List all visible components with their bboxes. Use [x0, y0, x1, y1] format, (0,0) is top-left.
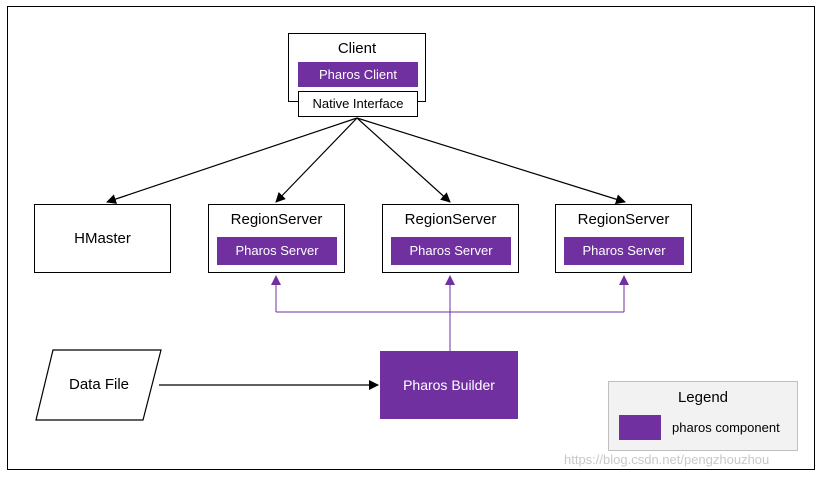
- data-file-label: Data File: [68, 376, 130, 393]
- pharos-client-component: Pharos Client: [298, 62, 418, 87]
- regionserver-box-3: RegionServer Pharos Server: [555, 204, 692, 273]
- arrowhead-regionserver-2: [445, 275, 455, 285]
- edge-client-regionserver-2: [356, 117, 451, 203]
- regionserver-box-1: RegionServer Pharos Server: [208, 204, 345, 273]
- regionserver-title: RegionServer: [404, 211, 497, 228]
- legend-title: Legend: [677, 389, 729, 406]
- regionserver-box-2: RegionServer Pharos Server: [382, 204, 519, 273]
- hmaster-box: HMaster: [34, 204, 171, 273]
- data-file-shape: [35, 349, 162, 421]
- pharos-server-component: Pharos Server: [564, 237, 684, 265]
- edge-client-hmaster: [106, 117, 358, 204]
- legend-swatch: [619, 415, 661, 440]
- pharos-server-component: Pharos Server: [391, 237, 511, 265]
- regionserver-title: RegionServer: [577, 211, 670, 228]
- pharos-builder-component: Pharos Builder: [380, 351, 518, 419]
- arrowhead-regionserver-1: [271, 275, 281, 285]
- arrowhead-regionserver-3: [619, 275, 629, 285]
- client-box: Client Pharos Client: [288, 33, 426, 102]
- client-title: Client: [337, 40, 377, 57]
- watermark: https://blog.csdn.net/pengzhouzhou: [564, 452, 770, 467]
- edge-client-regionserver-3: [356, 117, 626, 205]
- edge-builder-regionservers: [275, 282, 625, 351]
- regionserver-title: RegionServer: [230, 211, 323, 228]
- legend: Legend pharos component: [608, 381, 798, 451]
- pharos-server-component: Pharos Server: [217, 237, 337, 265]
- legend-item-label: pharos component: [672, 420, 780, 435]
- edge-client-regionserver-1: [275, 117, 358, 203]
- native-interface-box: Native Interface: [298, 91, 418, 117]
- hmaster-title: HMaster: [74, 230, 131, 247]
